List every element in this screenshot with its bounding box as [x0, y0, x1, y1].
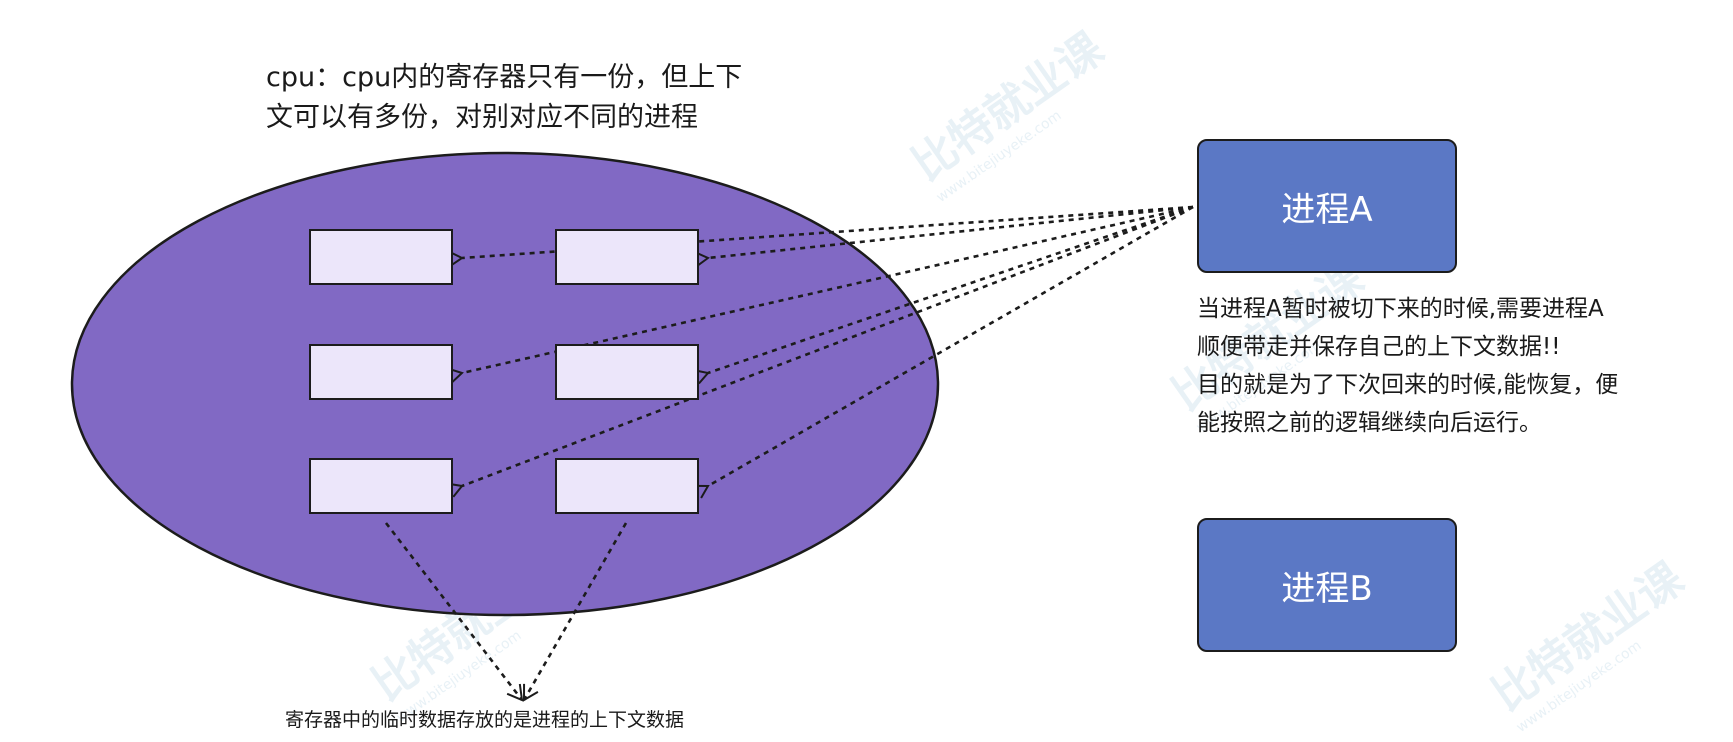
process-a-box: 进程A [1197, 139, 1457, 273]
process-note-line: 能按照之前的逻辑继续向后运行。 [1197, 410, 1542, 436]
register-box [555, 229, 699, 285]
process-a-label: 进程A [1281, 189, 1373, 230]
cpu-note-line: cpu：cpu内的寄存器只有一份，但上下 [266, 62, 743, 93]
register-box [309, 229, 453, 285]
register-box [309, 458, 453, 514]
process-note-line: 顺便带走并保存自己的上下文数据!! [1197, 334, 1561, 360]
register-box [555, 458, 699, 514]
arrow-to-register-r1c2 [694, 205, 1194, 268]
register-note: 寄存器中的临时数据存放的是进程的上下文数据 [285, 709, 685, 731]
arrow-register-to-note-right [522, 522, 628, 702]
register-box [555, 344, 699, 400]
register-note-arrows [384, 522, 628, 702]
process-b-box: 进程B [1197, 518, 1457, 652]
process-note: 当进程A暂时被切下来的时候,需要进程A 顺便带走并保存自己的上下文数据!! 目的… [1197, 290, 1618, 442]
arrow-to-register-r3c2 [694, 205, 1194, 499]
cpu-note-line: 文可以有多份，对别对应不同的进程 [266, 102, 698, 133]
cpu-note: cpu：cpu内的寄存器只有一份，但上下 文可以有多份，对别对应不同的进程 [266, 58, 742, 138]
process-b-label: 进程B [1281, 568, 1373, 609]
arrow-to-register-r3c1 [448, 205, 1194, 498]
arrow-register-to-note-left [384, 522, 524, 702]
cpu-ellipse [70, 151, 940, 617]
process-note-line: 当进程A暂时被切下来的时候,需要进程A [1197, 296, 1604, 322]
process-note-line: 目的就是为了下次回来的时候,能恢复，便 [1197, 372, 1619, 398]
register-box [309, 344, 453, 400]
